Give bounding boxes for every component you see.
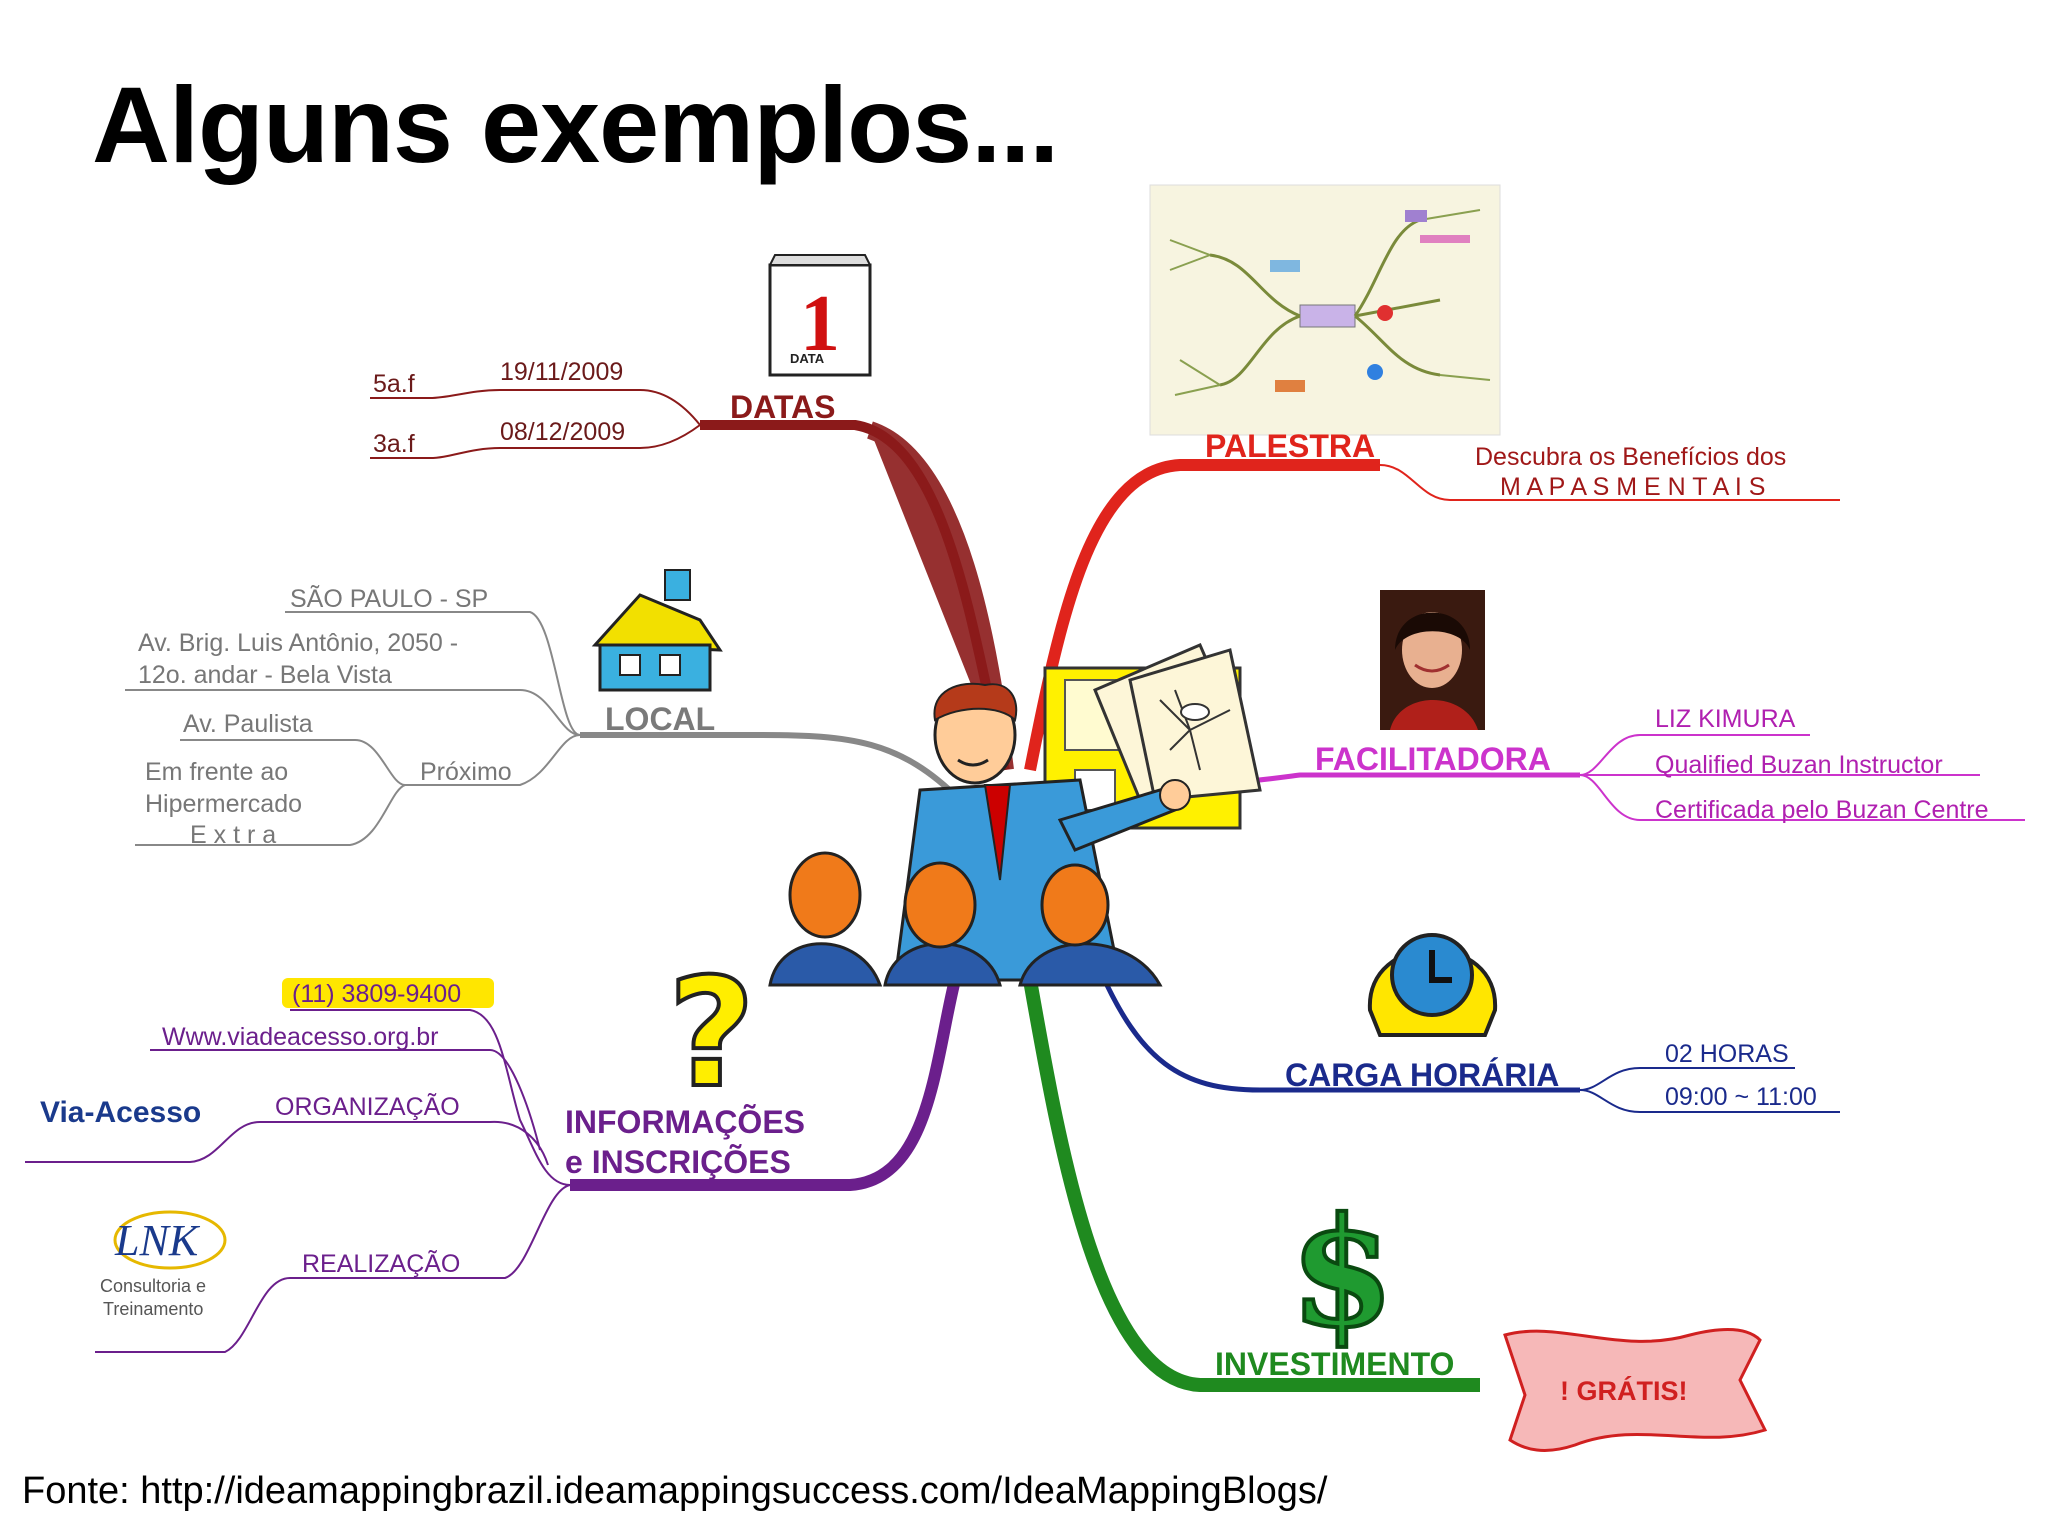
info-realizacao: REALIZAÇÃO	[302, 1249, 460, 1278]
node-investimento: INVESTIMENTO	[1215, 1346, 1454, 1382]
node-informacoes-line2: e INSCRIÇÕES	[565, 1144, 791, 1180]
node-local: LOCAL	[605, 701, 715, 737]
branch-investimento	[1023, 978, 1480, 1392]
facilitadora-item-1: LIZ KIMURA	[1655, 705, 1796, 733]
calendar-icon: 1 DATA	[768, 254, 872, 377]
local-nearby-1: Av. Paulista	[183, 710, 313, 738]
info-phone: (11) 3809-9400	[292, 980, 461, 1008]
branch-palestra	[1024, 459, 1380, 772]
datas-day-2: 3a.f	[373, 430, 415, 458]
local-address-line1: Av. Brig. Luis Antônio, 2050 -	[138, 629, 458, 657]
calendar-number: 1	[800, 280, 840, 368]
facilitator-photo	[1380, 590, 1485, 730]
source-footnote: Fonte: http://ideamappingbrazil.ideamapp…	[22, 1470, 1328, 1512]
datas-date-1: 19/11/2009	[500, 358, 623, 386]
house-icon	[591, 569, 723, 692]
info-website: Www.viadeacesso.org.br	[162, 1023, 439, 1051]
facilitadora-item-2: Qualified Buzan Instructor	[1655, 751, 1943, 779]
lnk-logo: LNK Consultoria e Treinamento	[100, 1210, 227, 1319]
slide-title: Alguns exemplos...	[92, 64, 1059, 185]
carga-item-1: 02 HORAS	[1665, 1040, 1789, 1068]
datas-day-1: 5a.f	[373, 370, 415, 398]
local-proximo: Próximo	[420, 758, 512, 786]
central-presenter-image	[768, 643, 1262, 987]
local-nearby-2-line2: Hipermercado	[145, 790, 302, 818]
local-city: SÃO PAULO - SP	[290, 584, 488, 613]
svg-text:Treinamento: Treinamento	[103, 1299, 203, 1319]
node-palestra: PALESTRA	[1205, 428, 1375, 464]
datas-date-2: 08/12/2009	[500, 418, 625, 446]
palestra-line-2: M A P A S M E N T A I S	[1500, 473, 1765, 501]
node-carga-horaria: CARGA HORÁRIA	[1285, 1057, 1559, 1093]
node-informacoes-line1: INFORMAÇÕES	[565, 1104, 805, 1140]
dollar-icon: $	[1290, 1185, 1394, 1361]
svg-text:?: ?	[668, 947, 755, 1121]
node-datas: DATAS	[730, 389, 835, 425]
branch-informacoes	[570, 978, 961, 1191]
calendar-caption: DATA	[790, 351, 825, 366]
branch-local	[580, 732, 963, 803]
via-acesso-logo: Via-Acesso	[40, 1096, 201, 1129]
node-facilitadora: FACILITADORA	[1315, 741, 1551, 777]
facilitadora-item-3: Certificada pelo Buzan Centre	[1655, 796, 1989, 824]
gratis-text: ! GRÁTIS!	[1560, 1375, 1688, 1406]
info-organizacao: ORGANIZAÇÃO	[275, 1092, 460, 1121]
clock-icon	[1367, 933, 1498, 1037]
svg-text:LNK: LNK	[114, 1216, 201, 1265]
svg-text:Consultoria e: Consultoria e	[100, 1276, 206, 1296]
local-nearby-2-line3: E x t r a	[190, 821, 276, 849]
palestra-line-1: Descubra os Benefícios dos	[1475, 443, 1786, 471]
local-nearby-2-line1: Em frente ao	[145, 758, 288, 786]
branch-carga	[1097, 968, 1580, 1093]
carga-item-2: 09:00 ~ 11:00	[1665, 1083, 1817, 1111]
question-mark-icon: ?	[666, 945, 757, 1123]
gratis-badge: ! GRÁTIS!	[1503, 1328, 1768, 1452]
local-address-line2: 12o. andar - Bela Vista	[138, 661, 392, 689]
phone-highlight	[282, 978, 494, 1008]
mind-map-thumbnail-image	[1149, 184, 1501, 436]
